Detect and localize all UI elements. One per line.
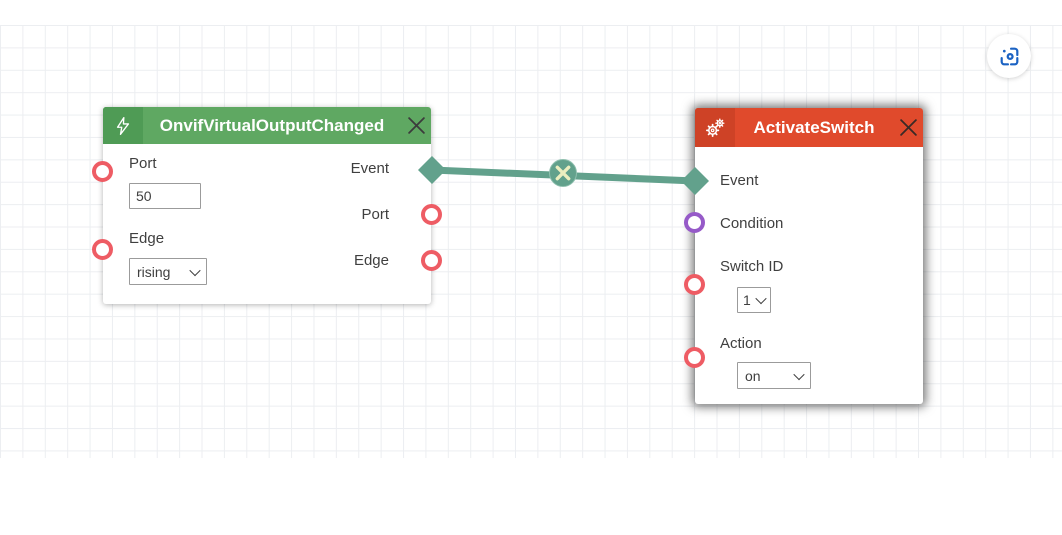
port-in-edge[interactable] xyxy=(92,239,113,260)
center-view-button[interactable] xyxy=(987,34,1031,78)
chevron-down-icon xyxy=(755,292,767,305)
output-event-label: Event xyxy=(350,160,389,177)
node-title: OnvifVirtualOutputChanged xyxy=(159,115,385,135)
chevron-down-icon xyxy=(793,368,805,380)
input-event-label: Event xyxy=(720,172,759,189)
node-onvif-virtual-output-changed[interactable]: OnvifVirtualOutputChanged Port Edge risi… xyxy=(92,107,442,304)
action-select[interactable]: on xyxy=(737,362,811,389)
action-select-value: on xyxy=(745,367,761,384)
input-action-label: Action xyxy=(720,335,762,352)
input-switch-id-label: Switch ID xyxy=(720,258,784,275)
output-port-label: Port xyxy=(361,206,389,223)
close-node-button[interactable] xyxy=(401,116,431,135)
port-number-input[interactable] xyxy=(129,183,201,209)
output-edge-label: Edge xyxy=(353,252,389,269)
lightning-icon xyxy=(103,107,143,144)
port-out-port[interactable] xyxy=(421,204,442,225)
port-in-port[interactable] xyxy=(92,161,113,182)
node-header[interactable]: ActivateSwitch xyxy=(695,108,923,147)
switch-id-select[interactable]: 1 xyxy=(737,287,771,313)
close-icon xyxy=(899,119,917,136)
edge-select[interactable]: rising xyxy=(129,258,207,285)
gears-icon xyxy=(695,108,735,147)
port-in-condition[interactable] xyxy=(684,212,705,233)
edge-select-value: rising xyxy=(137,263,171,280)
port-out-edge[interactable] xyxy=(421,250,442,271)
node-header[interactable]: OnvifVirtualOutputChanged xyxy=(103,107,431,144)
chevron-down-icon xyxy=(189,264,201,276)
port-in-action[interactable] xyxy=(684,347,705,368)
input-condition-label: Condition xyxy=(720,215,784,232)
center-focus-icon xyxy=(1000,47,1018,65)
node-title: ActivateSwitch xyxy=(753,117,875,137)
input-edge-label: Edge xyxy=(129,230,165,247)
switch-id-select-value: 1 xyxy=(743,292,751,308)
close-icon xyxy=(407,117,425,134)
input-port-label: Port xyxy=(129,155,157,172)
port-in-switch-id[interactable] xyxy=(684,274,705,295)
close-node-button[interactable] xyxy=(893,118,923,137)
node-activate-switch[interactable]: ActivateSwitch Event Condition Switch ID… xyxy=(684,108,923,404)
